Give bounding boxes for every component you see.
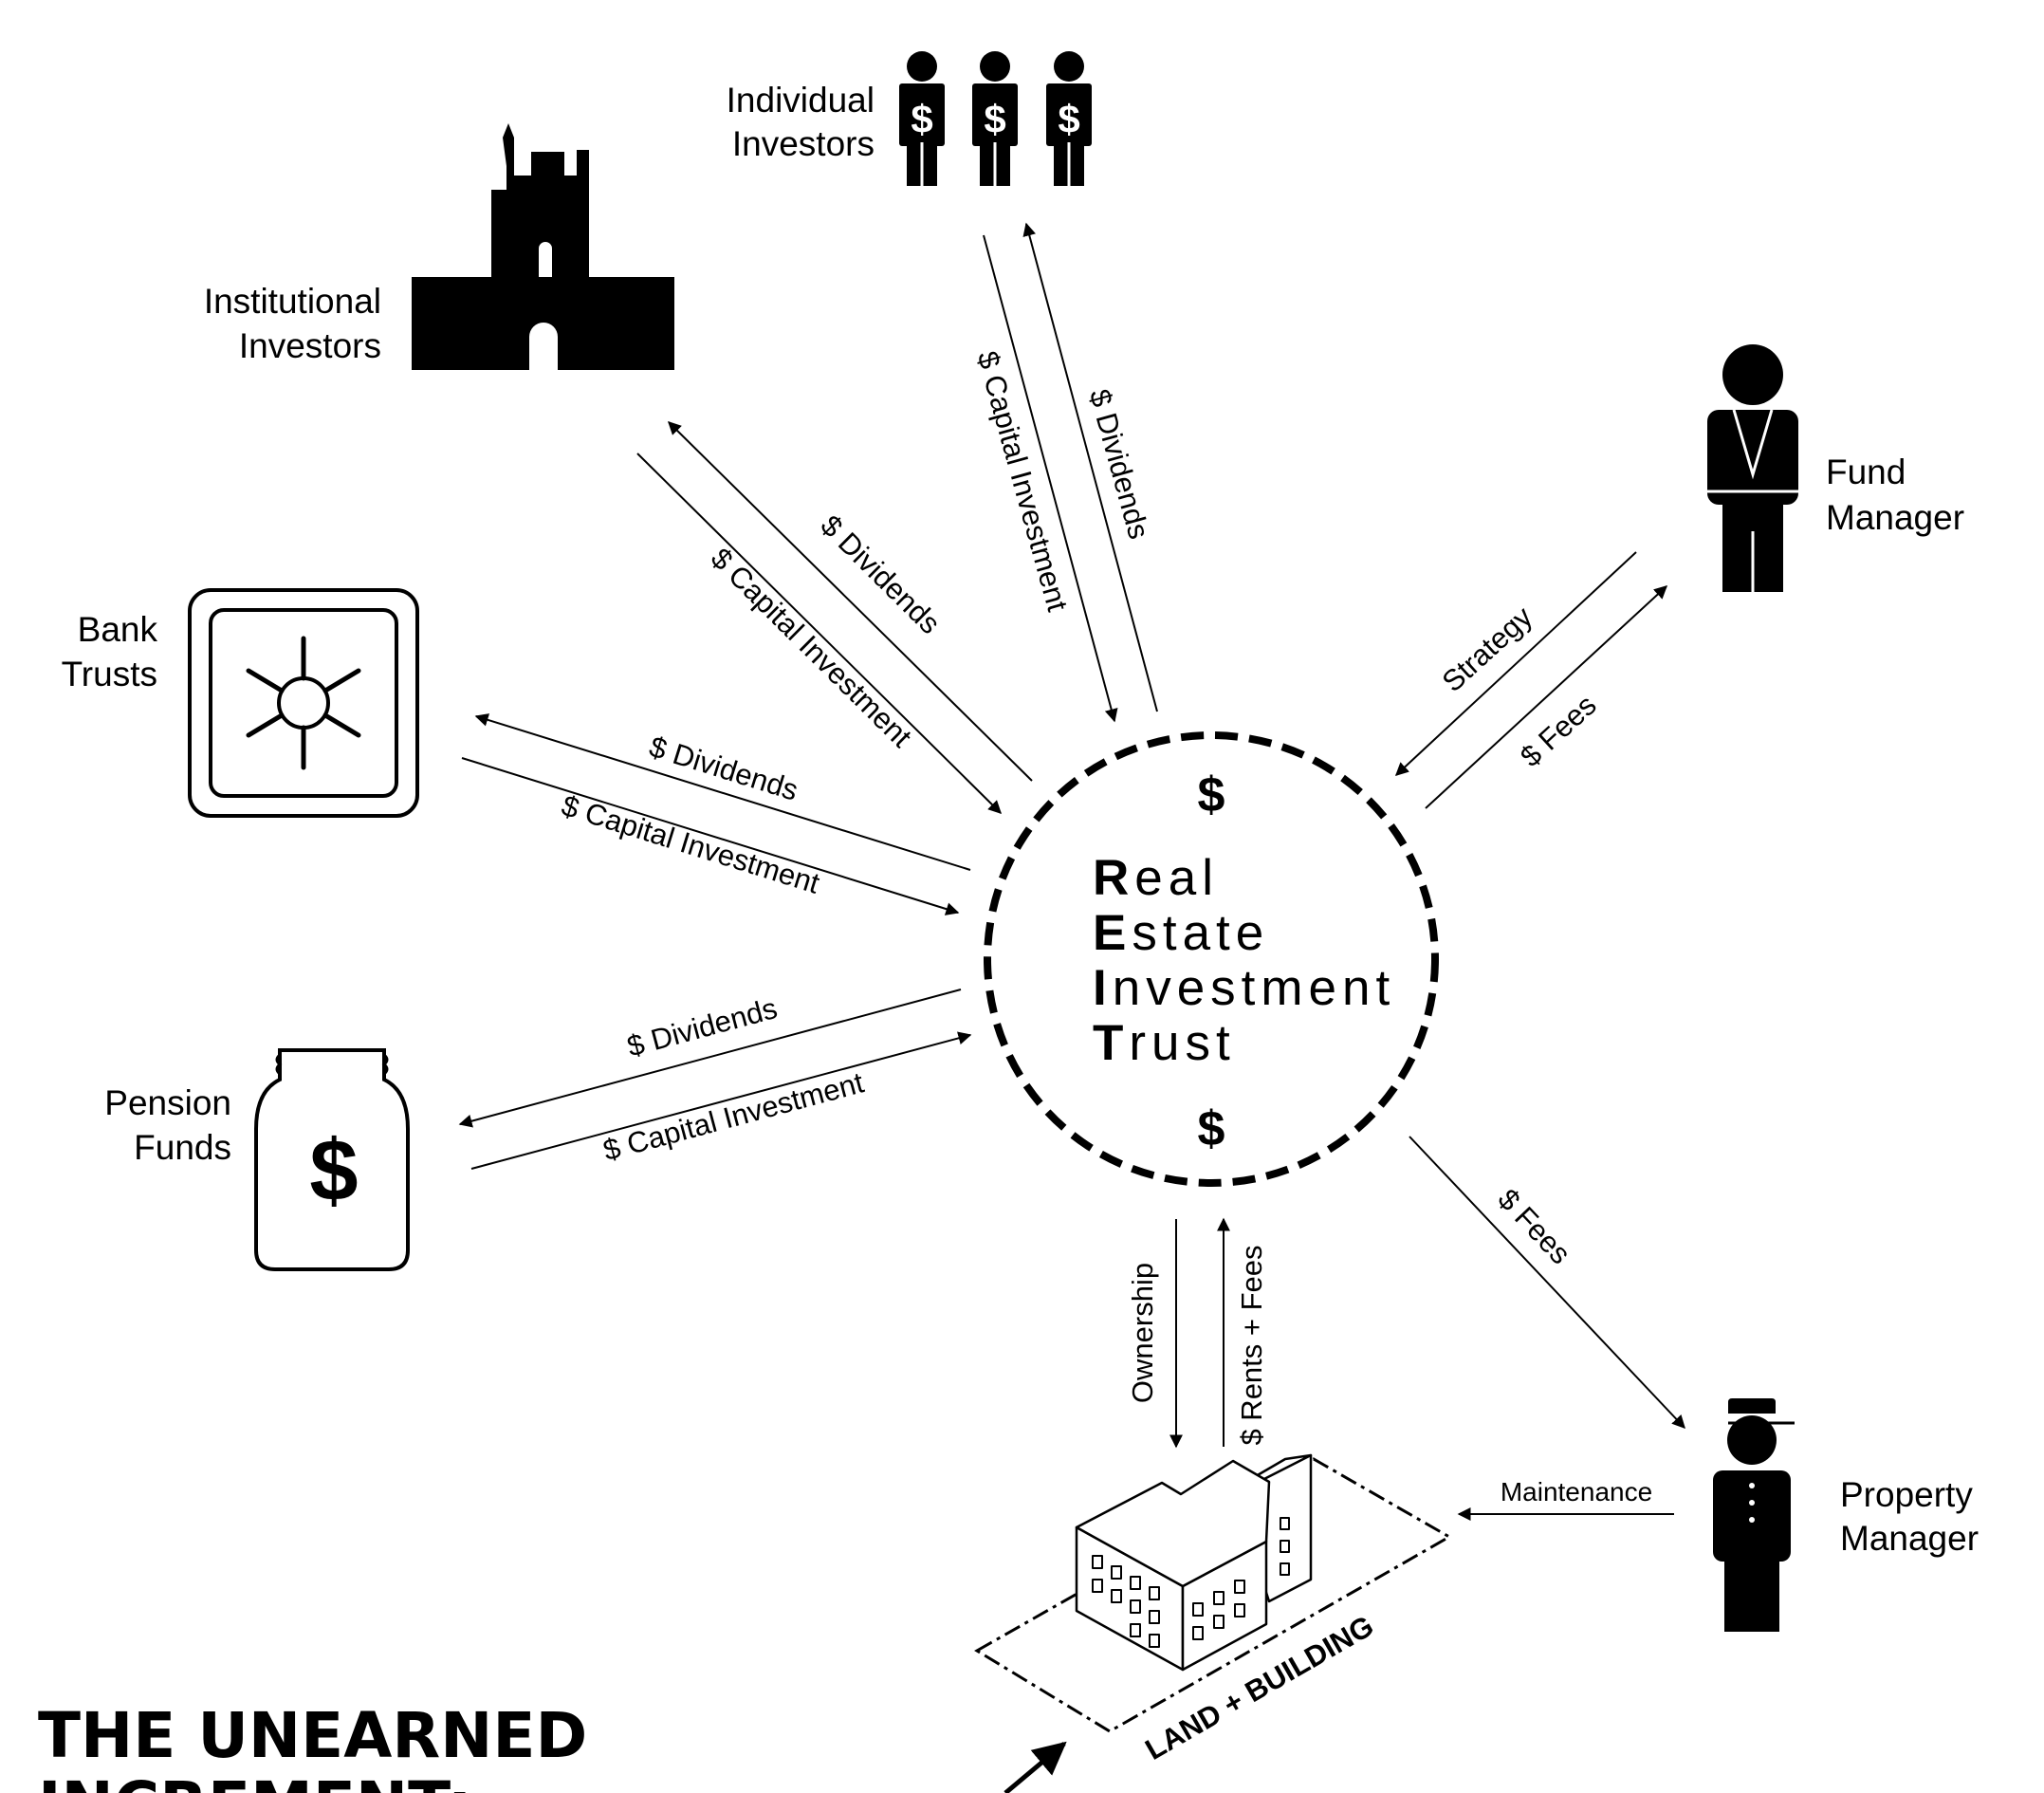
svg-text:$: $ [984, 97, 1005, 141]
page-title-line-1: THE UNEARNED [38, 1699, 587, 1772]
bank-capital-label: $ Capital Investment [558, 788, 824, 900]
ownership-label: Ownership [1126, 1263, 1159, 1403]
bank-vault-icon [188, 588, 419, 818]
bank-dividends-arrow [474, 713, 971, 871]
individual-investors-label-2: Investors [732, 124, 875, 163]
svg-text:$: $ [1058, 97, 1079, 141]
pension-capital-label: $ Capital Investment [599, 1065, 867, 1167]
bank-trusts-label-1: Bank [78, 610, 158, 649]
pension-capital-arrow [470, 1031, 972, 1170]
pension-funds-label-1: Pension [104, 1083, 231, 1122]
pension-jar-icon: $ [254, 1048, 410, 1271]
institutional-investors-label-1: Institutional [204, 282, 381, 321]
reit-line-investment: Investment [1093, 960, 1395, 1016]
fund-fees-label: $ Fees [1514, 688, 1603, 773]
reit-dollar-bottom: $ [1198, 1101, 1225, 1156]
individual-investors-label-1: Individual [727, 81, 875, 120]
individual-investors-node: Individual Investors $ $ [727, 51, 1092, 186]
property-fees-arrow [1409, 1136, 1685, 1430]
bank-trusts-node: Bank Trusts [62, 588, 419, 818]
fund-manager-node: Fund Manager [1707, 344, 1964, 592]
property-fees-label: $ Fees [1491, 1182, 1577, 1270]
bank-trusts-label-2: Trusts [62, 655, 157, 693]
rents-fees-label: $ Rents + Fees [1235, 1245, 1268, 1445]
individual-investors-icon: $ $ $ [899, 51, 1092, 186]
institutional-capital-arrow [636, 453, 1002, 814]
individual-dividends-arrow [1022, 222, 1158, 712]
property-manager-label-1: Property [1840, 1475, 1973, 1514]
land-building-node: LAND + BUILDING [974, 1453, 1453, 1766]
property-manager-label-2: Manager [1840, 1519, 1979, 1558]
title-pointer-arrow [1004, 1741, 1067, 1793]
pension-dividends-label: $ Dividends [624, 991, 782, 1063]
svg-text:$: $ [309, 1122, 358, 1219]
institutional-investors-label-2: Investors [239, 326, 381, 365]
property-manager-icon [1713, 1398, 1795, 1632]
maintenance-label: Maintenance [1501, 1477, 1652, 1506]
institution-building-icon [412, 123, 674, 370]
apartment-building-icon [1075, 1453, 1313, 1672]
reit-dollar-top: $ [1198, 767, 1225, 823]
fund-fees-arrow [1425, 585, 1668, 809]
pension-funds-label-2: Funds [134, 1128, 231, 1167]
pension-dividends-arrow [458, 989, 962, 1128]
page-title-line-2: INCREMENT: [38, 1768, 472, 1793]
institutional-investors-node: Institutional Investors [204, 123, 674, 370]
bank-capital-arrow [461, 757, 960, 915]
reit-line-estate: Estate [1093, 905, 1269, 961]
strategy-arrow [1394, 551, 1637, 776]
individual-capital-arrow [983, 234, 1118, 723]
institutional-dividends-label: $ Dividends [815, 508, 948, 640]
reit-line-trust: Trust [1093, 1015, 1236, 1071]
fund-manager-icon [1707, 344, 1798, 592]
individual-capital-label: $ Capital Investment [970, 347, 1074, 615]
property-manager-node: Property Manager [1713, 1398, 1979, 1632]
fund-manager-label-1: Fund [1826, 453, 1906, 491]
fund-manager-label-2: Manager [1826, 498, 1964, 537]
strategy-label: Strategy [1436, 600, 1539, 698]
reit-line-real: Real [1093, 850, 1219, 906]
svg-text:$: $ [911, 97, 932, 141]
bank-dividends-label: $ Dividends [646, 730, 802, 807]
individual-dividends-label: $ Dividends [1083, 385, 1156, 542]
institutional-dividends-arrow [668, 421, 1033, 782]
reit-circle: $ Real Estate Investment Trust $ [984, 731, 1439, 1187]
pension-funds-node: Pension Funds $ [104, 1048, 410, 1271]
